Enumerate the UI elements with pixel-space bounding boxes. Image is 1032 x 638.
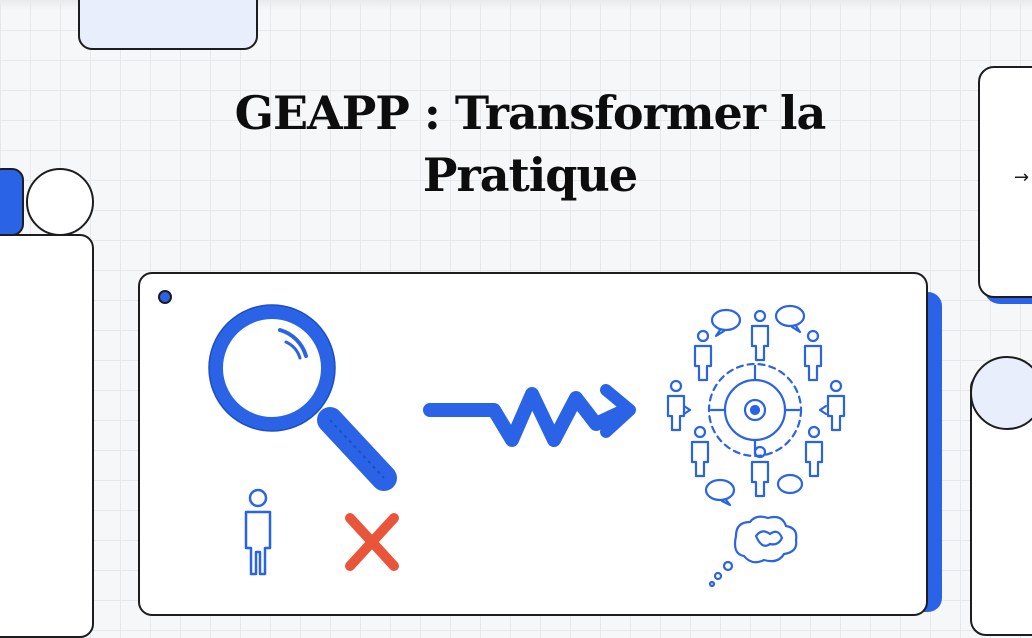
zigzag-arrow-icon [423, 384, 636, 447]
illustration-canvas [208, 304, 846, 588]
left-accent-tab [0, 168, 24, 236]
right-arrow-icon[interactable]: → [1014, 167, 1030, 188]
title-line-1: GEAPP : Transformer la [234, 86, 827, 140]
right-circle-button[interactable] [970, 356, 1032, 430]
right-side-card[interactable] [978, 66, 1032, 298]
collaboration-network-icon [666, 304, 846, 507]
left-side-card[interactable] [0, 234, 94, 638]
magnifier-icon [208, 304, 397, 491]
card-dot-icon [158, 290, 172, 304]
top-card[interactable] [78, 0, 258, 50]
person-icon [244, 488, 272, 576]
brain-thought-bubble-icon [708, 515, 798, 588]
title-line-2: Pratique [422, 148, 638, 202]
slide-title: GEAPP : Transformer la Pratique [0, 82, 1032, 206]
cross-icon [345, 513, 399, 571]
top-shadow [0, 0, 1032, 10]
